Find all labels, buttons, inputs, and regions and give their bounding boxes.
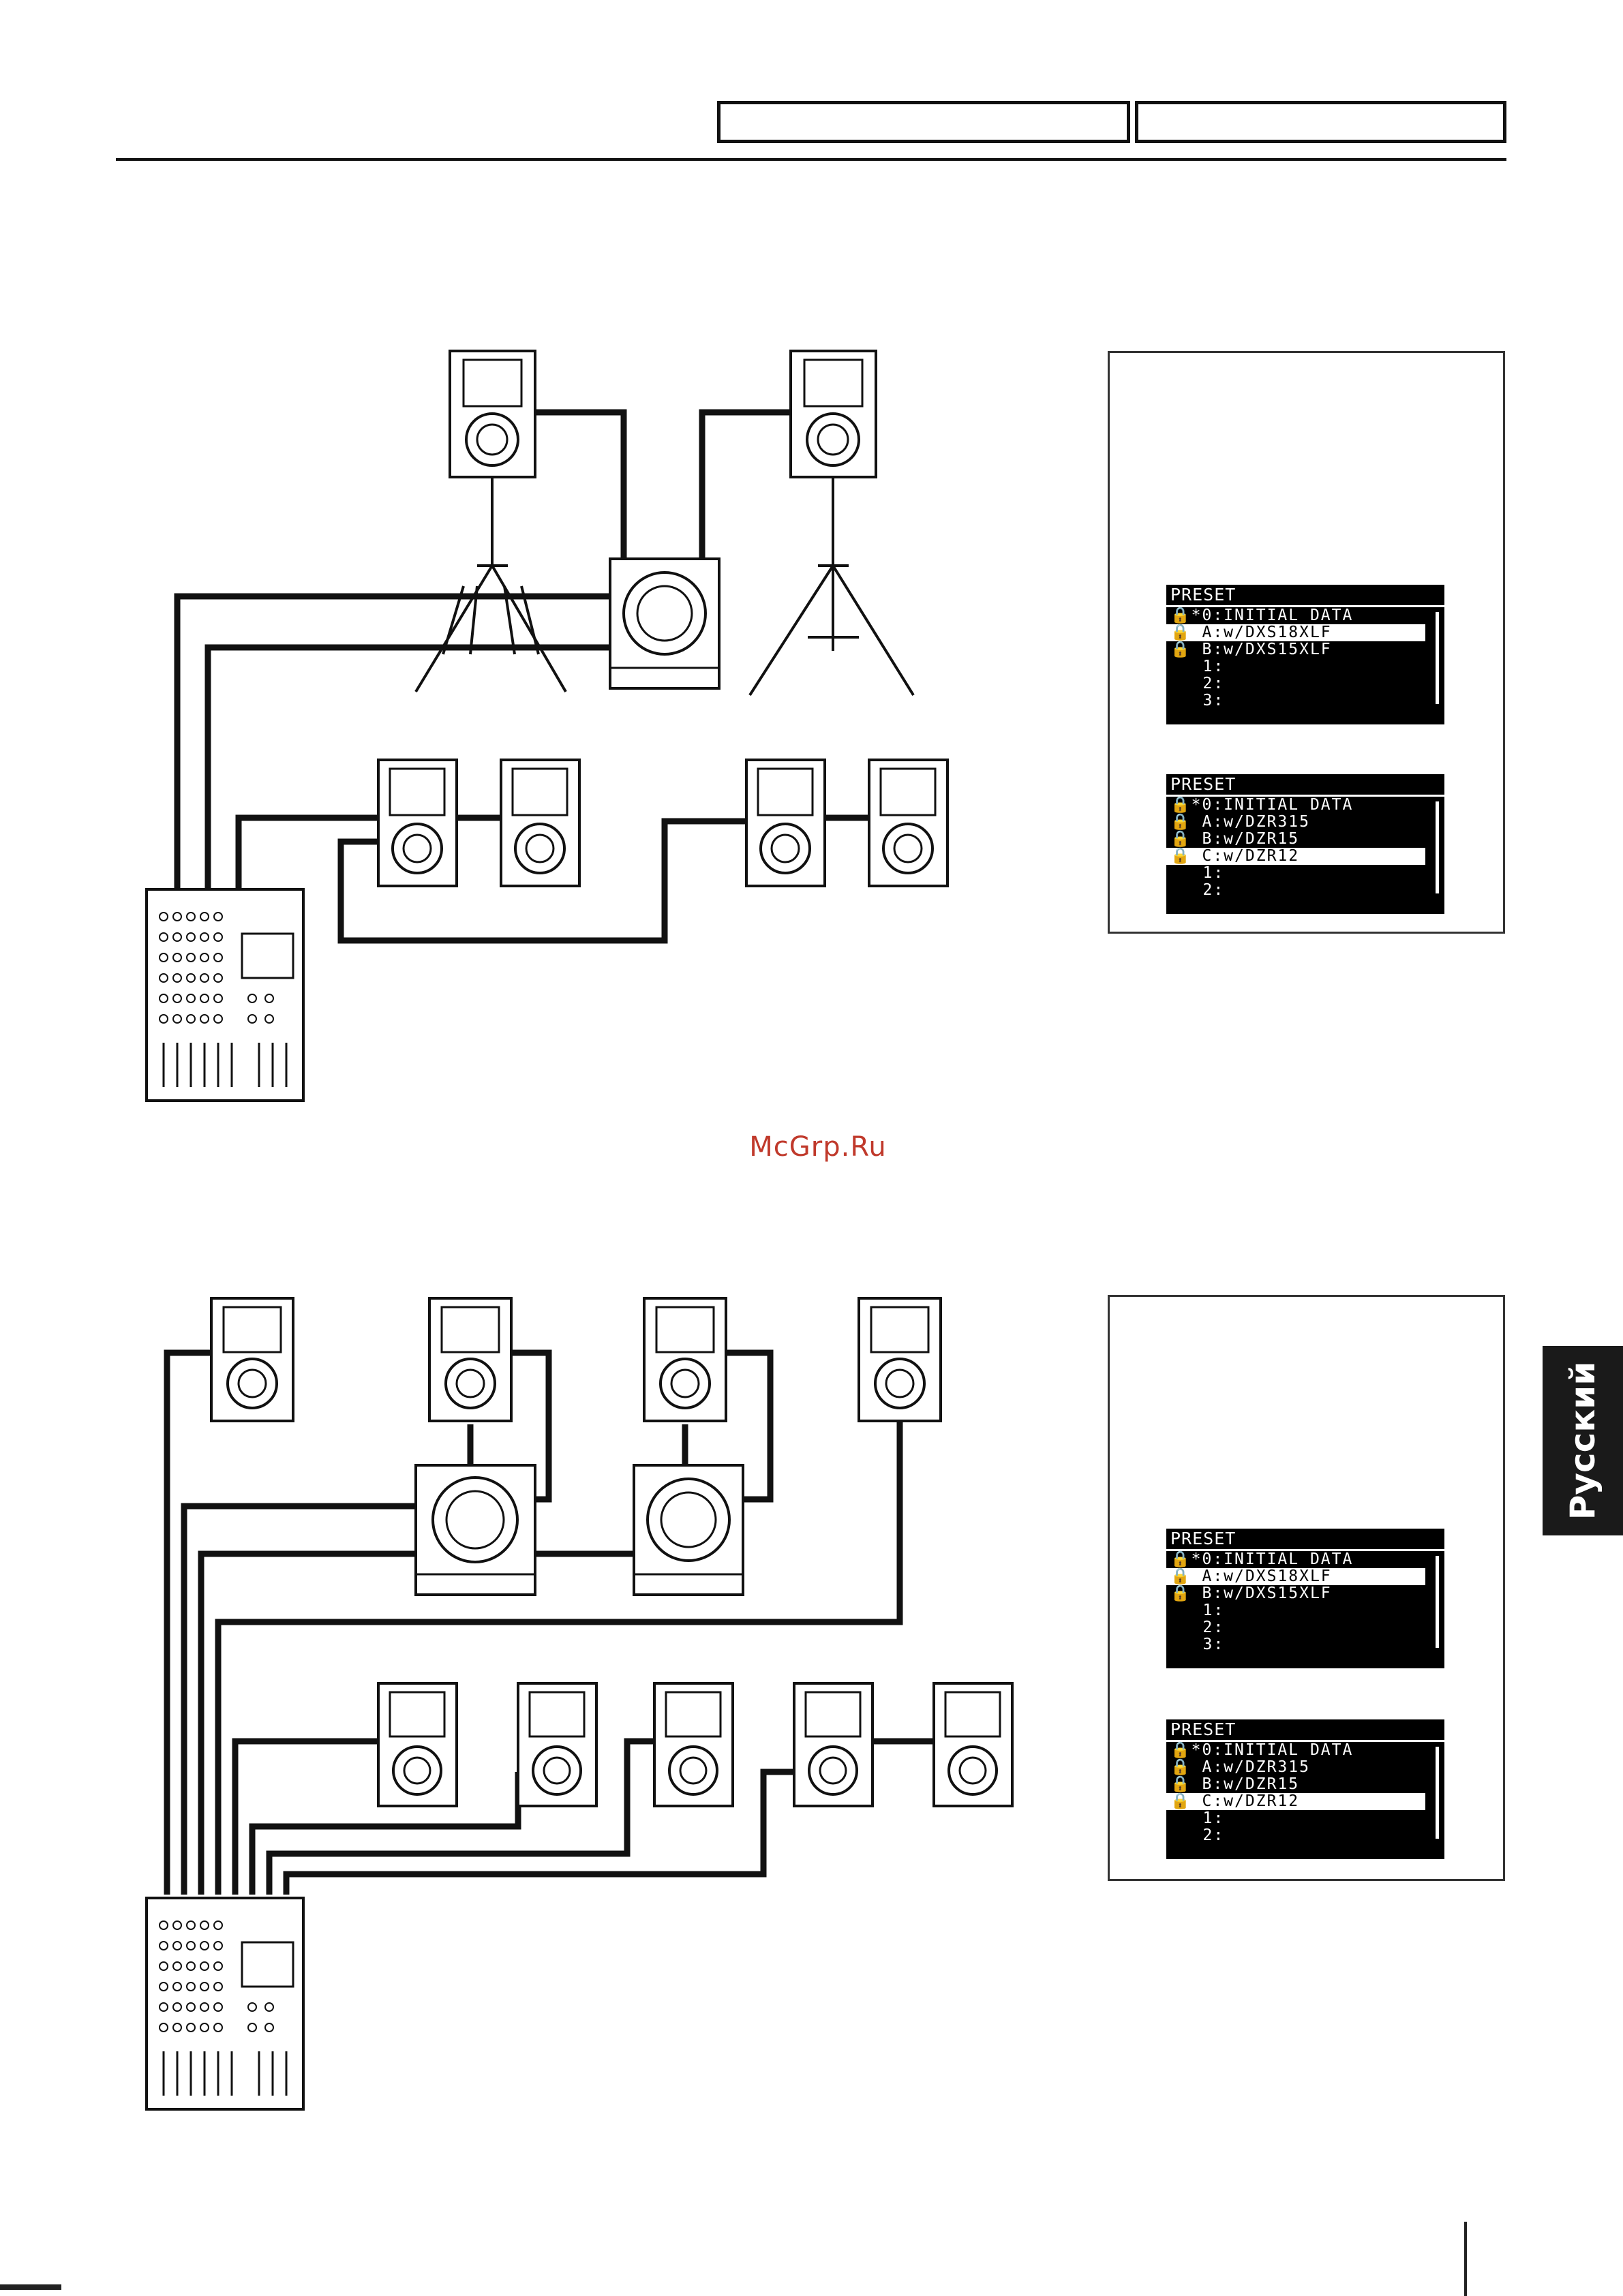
lcd-scrollbar — [1436, 801, 1439, 893]
page-number-rule — [1464, 2222, 1467, 2296]
lcd-row: 3: — [1170, 692, 1225, 709]
lcd-row: 2: — [1170, 675, 1225, 692]
lcd-scrollbar — [1436, 1747, 1439, 1839]
lcd-title: PRESET — [1166, 1529, 1444, 1551]
lcd-row: 🔒*0:INITIAL DATA — [1170, 607, 1354, 624]
lcd-row: 🔒 B:w/DZR15 — [1170, 830, 1300, 848]
lcd-row: 1: — [1170, 658, 1225, 675]
lcd-scrollbar — [1436, 1556, 1439, 1648]
lcd-title: PRESET — [1166, 1719, 1444, 1742]
lcd-row: 🔒 B:w/DXS15XLF — [1170, 641, 1332, 658]
mixer-1 — [145, 888, 305, 1102]
lcd-preset-screen-2b: PRESET 🔒*0:INITIAL DATA 🔒 A:w/DZR315 🔒 B… — [1166, 1719, 1444, 1859]
mixer-2 — [145, 1897, 305, 2111]
lcd-row: 2: — [1170, 881, 1225, 899]
speaker-d2-4 — [858, 1297, 942, 1422]
header-box-left — [717, 101, 1130, 143]
lcd-title: PRESET — [1166, 585, 1444, 607]
lcd-preset-screen-1b: PRESET 🔒*0:INITIAL DATA 🔒 A:w/DZR315 🔒 B… — [1166, 774, 1444, 914]
lcd-row: 1: — [1170, 1809, 1225, 1827]
monitor-1 — [377, 759, 458, 887]
subwoofer-d2-1 — [414, 1464, 536, 1596]
lcd-row-selected: 🔒 C:w/DZR12 — [1166, 1793, 1425, 1810]
lcd-preset-screen-1a: PRESET 🔒*0:INITIAL DATA 🔒 A:w/DXS18XLF 🔒… — [1166, 585, 1444, 724]
monitor-2 — [500, 759, 581, 887]
monitor-d2-2 — [517, 1682, 598, 1807]
lcd-row: 🔒 B:w/DXS15XLF — [1170, 1585, 1332, 1602]
connection-diagram-2 — [145, 1297, 1014, 2111]
lcd-row: 🔒 A:w/DZR315 — [1170, 1758, 1310, 1776]
lcd-row: 🔒 B:w/DZR15 — [1170, 1775, 1300, 1793]
header-box-right — [1135, 101, 1506, 143]
connection-diagram-1 — [145, 350, 949, 1102]
language-tab-label: Русский — [1563, 1361, 1603, 1520]
monitor-3 — [745, 759, 826, 887]
lcd-row: 1: — [1170, 1602, 1225, 1619]
lcd-row-selected: 🔒 C:w/DZR12 — [1166, 848, 1425, 865]
monitor-d2-5 — [932, 1682, 1014, 1807]
speaker-d2-2 — [428, 1297, 513, 1422]
lcd-scrollbar — [1436, 612, 1439, 704]
lcd-row-selected: 🔒 A:w/DXS18XLF — [1166, 1568, 1425, 1585]
lcd-row: 🔒*0:INITIAL DATA — [1170, 796, 1354, 814]
monitor-d2-1 — [377, 1682, 458, 1807]
preset-panel-2: PRESET 🔒*0:INITIAL DATA 🔒 A:w/DXS18XLF 🔒… — [1108, 1295, 1505, 1881]
language-tab: Русский — [1543, 1346, 1623, 1535]
watermark-text: McGrp.Ru — [749, 1131, 887, 1163]
lcd-row: 3: — [1170, 1636, 1225, 1653]
lcd-preset-screen-2a: PRESET 🔒*0:INITIAL DATA 🔒 A:w/DXS18XLF 🔒… — [1166, 1529, 1444, 1668]
preset-panel-1: PRESET 🔒*0:INITIAL DATA 🔒 A:w/DXS18XLF 🔒… — [1108, 351, 1505, 934]
lcd-row: 2: — [1170, 1619, 1225, 1636]
lcd-row: 🔒*0:INITIAL DATA — [1170, 1550, 1354, 1568]
subwoofer-d2-2 — [633, 1464, 744, 1596]
speaker-top-left — [449, 350, 536, 478]
speaker-d2-1 — [210, 1297, 294, 1422]
monitor-d2-4 — [793, 1682, 874, 1807]
lcd-row: 🔒 A:w/DZR315 — [1170, 813, 1310, 831]
monitor-d2-3 — [653, 1682, 734, 1807]
lcd-row-selected: 🔒 A:w/DXS18XLF — [1166, 624, 1425, 641]
header-rule — [116, 158, 1506, 161]
monitor-4 — [868, 759, 949, 887]
lcd-row: 🔒*0:INITIAL DATA — [1170, 1741, 1354, 1759]
subwoofer-1 — [609, 557, 721, 690]
stand-left — [414, 477, 567, 693]
speaker-top-right — [789, 350, 877, 478]
footer-mark — [0, 2284, 61, 2290]
lcd-row: 2: — [1170, 1826, 1225, 1844]
speaker-d2-3 — [643, 1297, 727, 1422]
lcd-row: 1: — [1170, 864, 1225, 882]
lcd-title: PRESET — [1166, 774, 1444, 797]
stand-right — [748, 477, 915, 697]
